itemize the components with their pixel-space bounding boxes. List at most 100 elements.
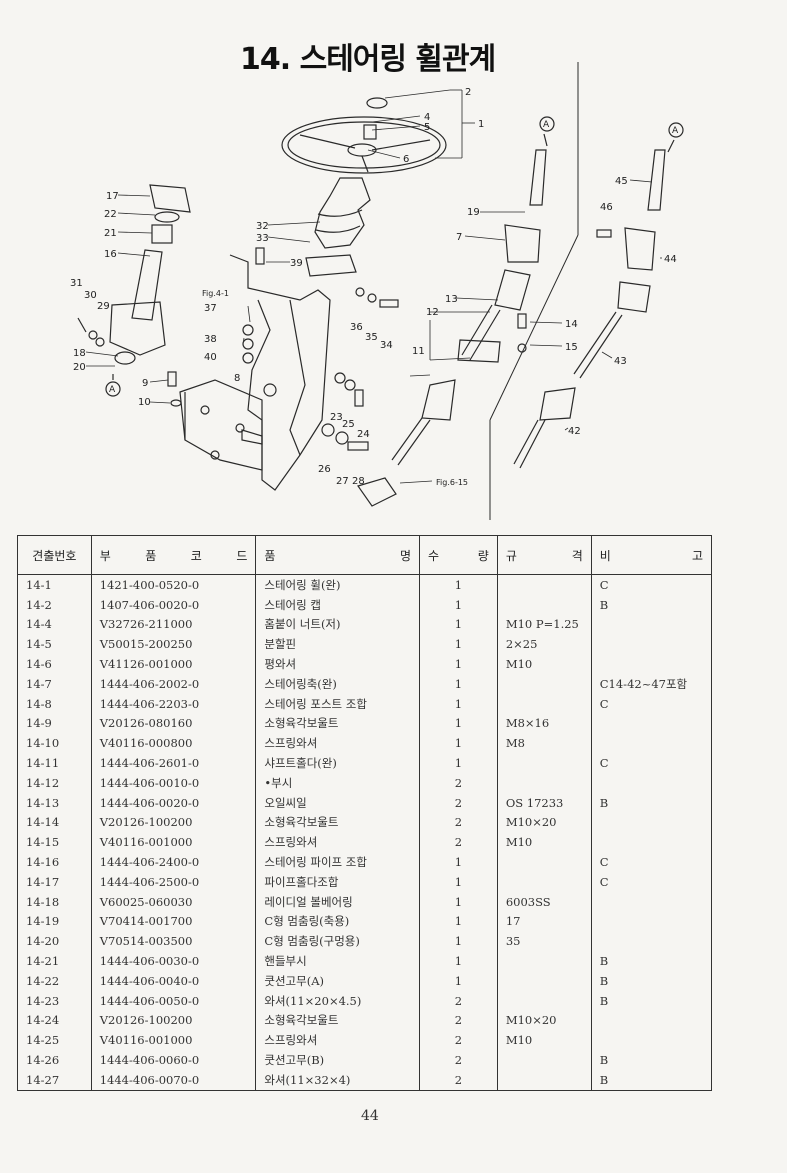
callout: 31 <box>70 278 83 289</box>
cell-no: 14-25 <box>17 1030 92 1051</box>
cell-code: V32726-211000 <box>90 614 257 635</box>
callout: 46 <box>600 202 613 213</box>
cell-spec <box>496 693 592 714</box>
callout: 7 <box>456 232 462 243</box>
cell-name: 스테어링 파이프 조합 <box>255 852 421 872</box>
cell-name: 레이디얼 볼베어링 <box>255 891 421 912</box>
exploded-parts-diagram: A A A 2 1 4 5 6 7 8 9 10 11 12 13 14 15 … <box>0 0 787 530</box>
cell-spec: OS 17233 <box>496 792 592 813</box>
cell-name: •부시 <box>255 772 421 793</box>
page-title: 14. 스테어링 휠관계 <box>240 42 496 77</box>
callout: 9 <box>142 378 148 389</box>
cell-qty: 2 <box>419 772 498 793</box>
callout: 5 <box>424 122 430 133</box>
cell-note <box>590 1010 713 1031</box>
cell-no: 14-8 <box>17 693 92 714</box>
cell-code: V40116-001000 <box>90 1030 257 1051</box>
callout: 32 <box>256 221 269 232</box>
figure-ref: Fig.6-15 <box>436 478 468 487</box>
hardware <box>167 247 527 451</box>
cell-name: 와셔(11×32×4) <box>255 1069 421 1091</box>
cell-qty: 1 <box>419 673 498 694</box>
cell-note <box>590 634 713 655</box>
cell-spec: M10×20 <box>496 1010 592 1031</box>
cell-note: C <box>590 693 713 714</box>
callout: 10 <box>138 397 151 408</box>
cell-spec: M10 P=1.25 <box>496 614 592 635</box>
column-header-no: 견출번호 <box>17 535 92 575</box>
cell-code: 1407-406-0020-0 <box>90 594 257 615</box>
cell-code: V60025-060030 <box>90 891 257 912</box>
cell-code: 1444-406-2400-0 <box>90 852 257 872</box>
steering-pipe <box>77 184 191 365</box>
cell-qty: 1 <box>419 713 498 734</box>
marker-a: A <box>672 126 679 136</box>
cell-spec <box>496 753 592 773</box>
cell-note: C <box>590 852 713 872</box>
cell-note: B <box>590 970 713 991</box>
cell-name: 소형육각보울트 <box>255 1010 421 1031</box>
cell-note: B <box>590 594 713 615</box>
cell-note <box>590 891 713 912</box>
callout: 29 <box>97 301 110 312</box>
cell-qty: 1 <box>419 871 498 892</box>
cell-code: V20126-080160 <box>90 713 257 734</box>
cell-qty: 1 <box>419 693 498 714</box>
cell-spec: M10 <box>496 654 592 674</box>
cell-no: 14-24 <box>17 1010 92 1031</box>
steering-post <box>179 254 331 491</box>
cell-note <box>590 733 713 754</box>
cell-no: 14-19 <box>17 911 92 932</box>
cell-no: 14-9 <box>17 713 92 734</box>
cell-qty: 1 <box>419 931 498 952</box>
cell-note <box>590 812 713 833</box>
cell-name: 소형육각보울트 <box>255 812 421 833</box>
cell-spec: M8×16 <box>496 713 592 734</box>
cell-name: C형 멈춤링(축용) <box>255 911 421 932</box>
cell-note: B <box>590 1050 713 1070</box>
boot <box>305 177 371 277</box>
marker-a: A <box>109 385 116 395</box>
callout: 39 <box>290 258 303 269</box>
callout: 6 <box>403 154 409 165</box>
cell-name: 스프링와셔 <box>255 733 421 754</box>
cell-name: 분할핀 <box>255 634 421 655</box>
cell-no: 14-11 <box>17 753 92 773</box>
cell-spec <box>496 871 592 892</box>
cell-qty: 1 <box>419 753 498 773</box>
cell-name: 홈붙이 너트(저) <box>255 614 421 635</box>
cell-qty: 1 <box>419 574 498 595</box>
cell-name: 스테어링 캡 <box>255 594 421 615</box>
cell-code: 1444-406-2601-0 <box>90 753 257 773</box>
callout: 34 <box>380 340 393 351</box>
callout: 24 <box>357 429 370 440</box>
callout: 33 <box>256 233 269 244</box>
cell-name: 소형육각보울트 <box>255 713 421 734</box>
cell-name: 샤프트홀다(완) <box>255 753 421 773</box>
cell-qty: 1 <box>419 654 498 674</box>
callout: 37 <box>204 303 217 314</box>
callout: 2 <box>465 87 471 98</box>
cell-spec: 2×25 <box>496 634 592 655</box>
cell-no: 14-1 <box>17 574 92 595</box>
cell-spec <box>496 1069 592 1091</box>
cell-name: 스프링와셔 <box>255 832 421 853</box>
callout: 38 <box>204 334 217 345</box>
cell-name: 쿳션고무(B) <box>255 1050 421 1070</box>
cell-qty: 2 <box>419 1069 498 1091</box>
